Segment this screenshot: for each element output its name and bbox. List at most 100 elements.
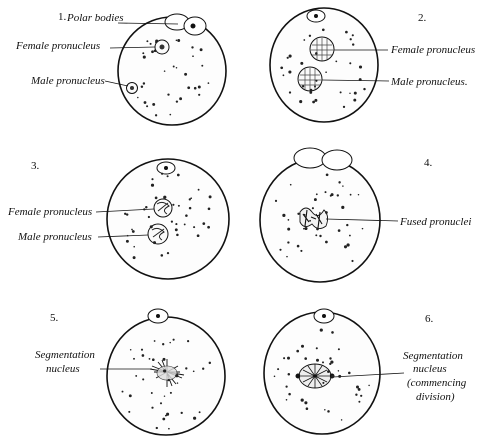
granule [331,331,334,334]
granule [145,205,148,209]
granule [300,61,304,65]
granule [146,40,149,43]
granule [287,227,291,231]
granule [196,234,200,238]
male-pronucleus-3 [147,223,169,245]
granule [315,52,318,55]
granule [169,113,172,116]
granule [314,98,318,102]
granule [286,255,288,258]
granule [338,181,341,184]
granule [329,357,332,360]
granule [163,70,166,72]
panel-2-number: 2. [418,12,427,24]
granule [288,70,292,74]
granule [316,227,319,231]
granule [172,338,175,341]
granule [161,172,164,175]
granule [188,206,192,210]
granule [135,374,138,377]
granule [357,193,360,196]
granule [176,382,179,384]
granule [309,91,313,94]
granule [124,212,127,215]
granule [184,72,188,76]
granule [151,178,154,181]
granule [166,175,169,178]
granule [279,248,282,251]
granule [329,362,332,366]
granule [280,66,284,70]
granule [153,340,156,342]
label-segmentation-6-line3: (commencing [407,377,467,389]
granule [353,98,357,102]
granule [159,402,163,405]
granule [202,367,205,370]
granule [335,60,338,63]
granule [312,100,315,104]
granule [356,385,359,389]
label-female-pronucleus-1: Female pronucleus [15,40,100,52]
granule [183,223,186,226]
granule [303,213,306,217]
granule [160,254,164,257]
granule [167,378,170,382]
granule [126,234,129,237]
granule [176,173,180,177]
granule [207,207,211,211]
granule [296,349,300,353]
granule [149,225,153,229]
granule [287,241,290,244]
granule [309,88,313,92]
granule [348,371,351,375]
granule [191,46,194,49]
granule [208,195,212,199]
granule [348,234,351,237]
granule [353,91,357,95]
panel-6-number: 6. [425,313,434,325]
granule [175,66,178,69]
label-fused-pronuclei: Fused pronuclei [399,216,471,228]
granule [358,65,363,69]
granule [273,375,276,378]
polar-bodies-4 [293,147,353,171]
granule [142,82,146,85]
label-segmentation-5-line1: Segmentation [35,349,95,361]
label-segmentation-6-line4: division) [416,391,455,403]
granule [349,62,352,65]
granule [303,227,305,230]
granule [193,226,196,229]
granule [352,43,355,46]
granule [340,419,343,421]
granule [141,354,145,357]
granule [274,199,278,202]
granule [339,91,342,94]
granule [325,211,328,214]
label-segmentation-6-line2: nucleus [413,363,447,375]
granule [331,374,335,378]
granule [155,41,158,44]
cytoplasm-granules [137,39,210,117]
granule [168,427,170,430]
granule [198,411,201,414]
granule [301,85,305,88]
granule [363,87,366,91]
granule [358,78,362,82]
granule [308,34,312,37]
cytoplasm-granules [280,28,366,109]
granule [349,193,352,196]
granule [142,378,145,381]
granule [313,85,317,88]
ovum-2 [269,7,379,123]
segmentation-nucleus-5 [149,359,185,387]
granule [163,395,166,397]
granule [207,225,210,229]
granule [346,243,350,247]
granule [175,223,178,226]
granule [327,370,330,373]
granule [282,213,286,217]
granule [142,52,145,55]
granule [147,215,151,219]
granule [300,249,303,252]
granule [309,219,311,222]
